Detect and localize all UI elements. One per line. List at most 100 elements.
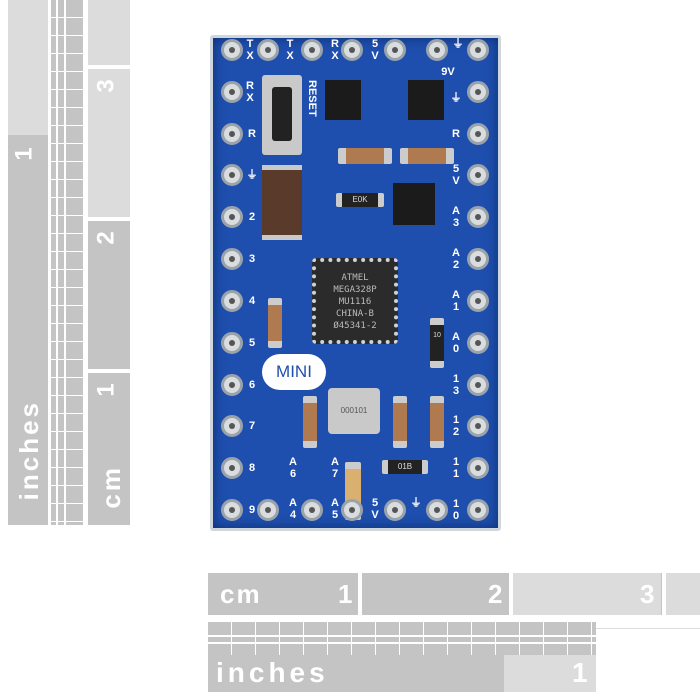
- right-pin-label: R: [452, 127, 460, 140]
- header-pin: [467, 122, 489, 145]
- right-pin-label: 1 1: [452, 456, 460, 481]
- left-pin-label: 6: [248, 378, 256, 391]
- chip-text: MEGA328P: [333, 285, 377, 295]
- header-pin: [467, 457, 489, 480]
- resistor-01b: 01B: [382, 460, 428, 474]
- header-pin: [301, 39, 323, 61]
- left-pin-label: R: [248, 127, 256, 140]
- cm-tick-3: 3: [92, 79, 120, 93]
- right-pin-label: 1 3: [452, 372, 460, 397]
- header-pin: [257, 39, 279, 61]
- header-pin: [301, 499, 323, 521]
- right-pin-label: A 2: [452, 247, 460, 272]
- top-pin-label: T X: [286, 38, 294, 62]
- left-pin-label: 2: [248, 211, 256, 224]
- right-pin-label: ⏚: [450, 92, 462, 104]
- reset-button[interactable]: [262, 75, 302, 155]
- crystal: 000101: [328, 388, 380, 434]
- header-pin: [467, 331, 489, 354]
- left-pin-label: 4: [248, 294, 256, 307]
- left-pin-label: ⏚: [246, 169, 258, 182]
- h-inch-tick-1: 1: [572, 657, 588, 688]
- left-pin-label: 8: [248, 462, 256, 475]
- bottom-pin-label: 5 V: [371, 497, 379, 521]
- mini-label: MINI: [276, 362, 312, 381]
- header-pin: [221, 289, 243, 312]
- header-pin: [467, 80, 489, 103]
- left-pin-label: 3: [248, 253, 256, 266]
- right-pin-label: 1 0: [452, 498, 460, 522]
- top-pin-label: ⏚: [452, 38, 464, 50]
- header-pin: [341, 39, 363, 61]
- top-pin-label: 5 V: [371, 38, 379, 62]
- header-pin: [467, 206, 489, 229]
- header-pin: [221, 415, 243, 438]
- header-pin: [221, 80, 243, 103]
- mini-logo: MINI: [262, 354, 326, 390]
- header-pin: [467, 248, 489, 271]
- header-pin: [467, 373, 489, 396]
- header-pin: [467, 39, 489, 61]
- vertical-cm-ruler: 3 2 1 cm: [88, 0, 130, 525]
- horizontal-inch-ruler: inches 1: [208, 655, 596, 692]
- header-pin: [384, 499, 406, 521]
- regulator: [393, 183, 435, 225]
- h-cm-label: cm: [220, 579, 262, 609]
- crystal-label: 000101: [340, 406, 368, 415]
- vertical-inch-ruler: 1 inches: [8, 0, 48, 525]
- reset-label: RESET: [306, 80, 318, 117]
- header-pin: [221, 39, 243, 61]
- component-label: 01B: [397, 462, 413, 471]
- right-pin-label: A 0: [452, 330, 460, 355]
- header-pin: [467, 289, 489, 312]
- header-pin: [341, 499, 363, 521]
- bottom-pin-label: A 4: [289, 497, 297, 521]
- h-cm-tick-3: 3: [640, 579, 655, 609]
- inches-label: inches: [14, 400, 44, 501]
- bottom-pin-label: A 7: [331, 456, 339, 480]
- capacitor: [262, 165, 302, 240]
- header-pin: [221, 122, 243, 145]
- microcontroller-chip: ATMEL MEGA328P MU1116 CHINA-B Ø45341-2: [312, 258, 398, 344]
- header-pin: [221, 499, 243, 521]
- header-pin: [221, 457, 243, 480]
- bottom-pin-label: A 6: [289, 456, 297, 480]
- header-pin: [384, 39, 406, 61]
- header-pin: [221, 248, 243, 271]
- header-pin: [426, 39, 448, 61]
- cm-tick-2: 2: [92, 231, 120, 245]
- component-label: E0K: [352, 195, 368, 204]
- header-pin: [221, 206, 243, 229]
- header-pin: [467, 499, 489, 521]
- left-pin-label: R X: [246, 79, 254, 104]
- resistor-10: 10: [430, 318, 444, 368]
- horizontal-inch-scale: [208, 622, 596, 655]
- header-pin: [221, 331, 243, 354]
- resistor-e0k: E0K: [336, 193, 384, 207]
- left-pin-label: 5: [248, 336, 256, 349]
- h-inches-label: inches: [216, 657, 329, 688]
- bottom-pin-label: ⏚: [410, 497, 422, 509]
- right-pin-label: A 1: [452, 288, 460, 313]
- regulator: [325, 80, 361, 120]
- right-pin-label: 1 2: [452, 414, 460, 439]
- left-pin-label: 7: [248, 420, 256, 433]
- regulator: [408, 80, 444, 120]
- left-pin-label: 9: [248, 504, 256, 516]
- header-pin: [221, 373, 243, 396]
- header-pin: [257, 499, 279, 521]
- cm-tick-1: 1: [92, 383, 120, 397]
- header-pin: [467, 415, 489, 438]
- right-pin-label: 9V: [441, 66, 455, 78]
- header-pin: [467, 164, 489, 187]
- h-cm-tick-1: 1: [338, 579, 353, 609]
- inch-tick-1: 1: [10, 147, 38, 161]
- chip-text: CHINA-B: [336, 309, 374, 319]
- h-cm-tick-2: 2: [488, 579, 503, 609]
- chip-text: ATMEL: [341, 273, 369, 283]
- bottom-pin-label: A 5: [331, 497, 339, 521]
- component-label: 10: [433, 332, 441, 339]
- top-pin-label: R X: [331, 38, 339, 62]
- right-pin-label: 5 V: [452, 163, 460, 188]
- chip-text: Ø45341-2: [333, 321, 377, 331]
